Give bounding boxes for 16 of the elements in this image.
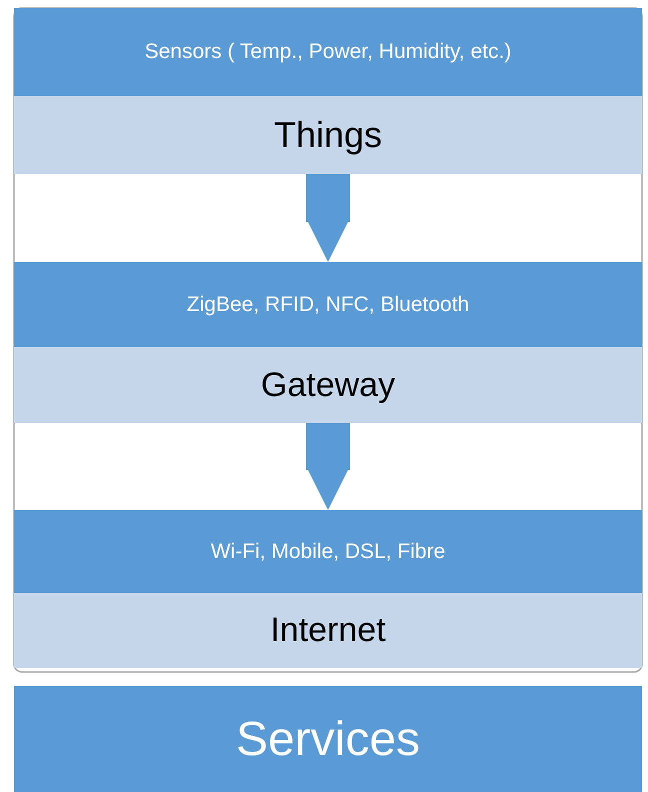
layer-label: ZigBee, RFID, NFC, Bluetooth [186, 292, 470, 316]
layer-label: Services [236, 712, 420, 766]
layer-band [14, 96, 642, 174]
layer-band [14, 347, 642, 423]
layer-band [14, 510, 642, 593]
block-arrow [306, 423, 350, 510]
layer-label: Things [274, 114, 382, 156]
layer-label: Gateway [260, 366, 396, 404]
layer-band [14, 593, 642, 668]
layer-band [14, 262, 642, 347]
layer-label: Internet [270, 611, 386, 650]
layer-label: Sensors ( Temp., Power, Humidity, etc.) [144, 40, 512, 64]
block-arrow [306, 174, 350, 262]
layer-band [14, 686, 642, 792]
layer-band [14, 8, 642, 96]
layer-label: Wi-Fi, Mobile, DSL, Fibre [210, 540, 446, 564]
